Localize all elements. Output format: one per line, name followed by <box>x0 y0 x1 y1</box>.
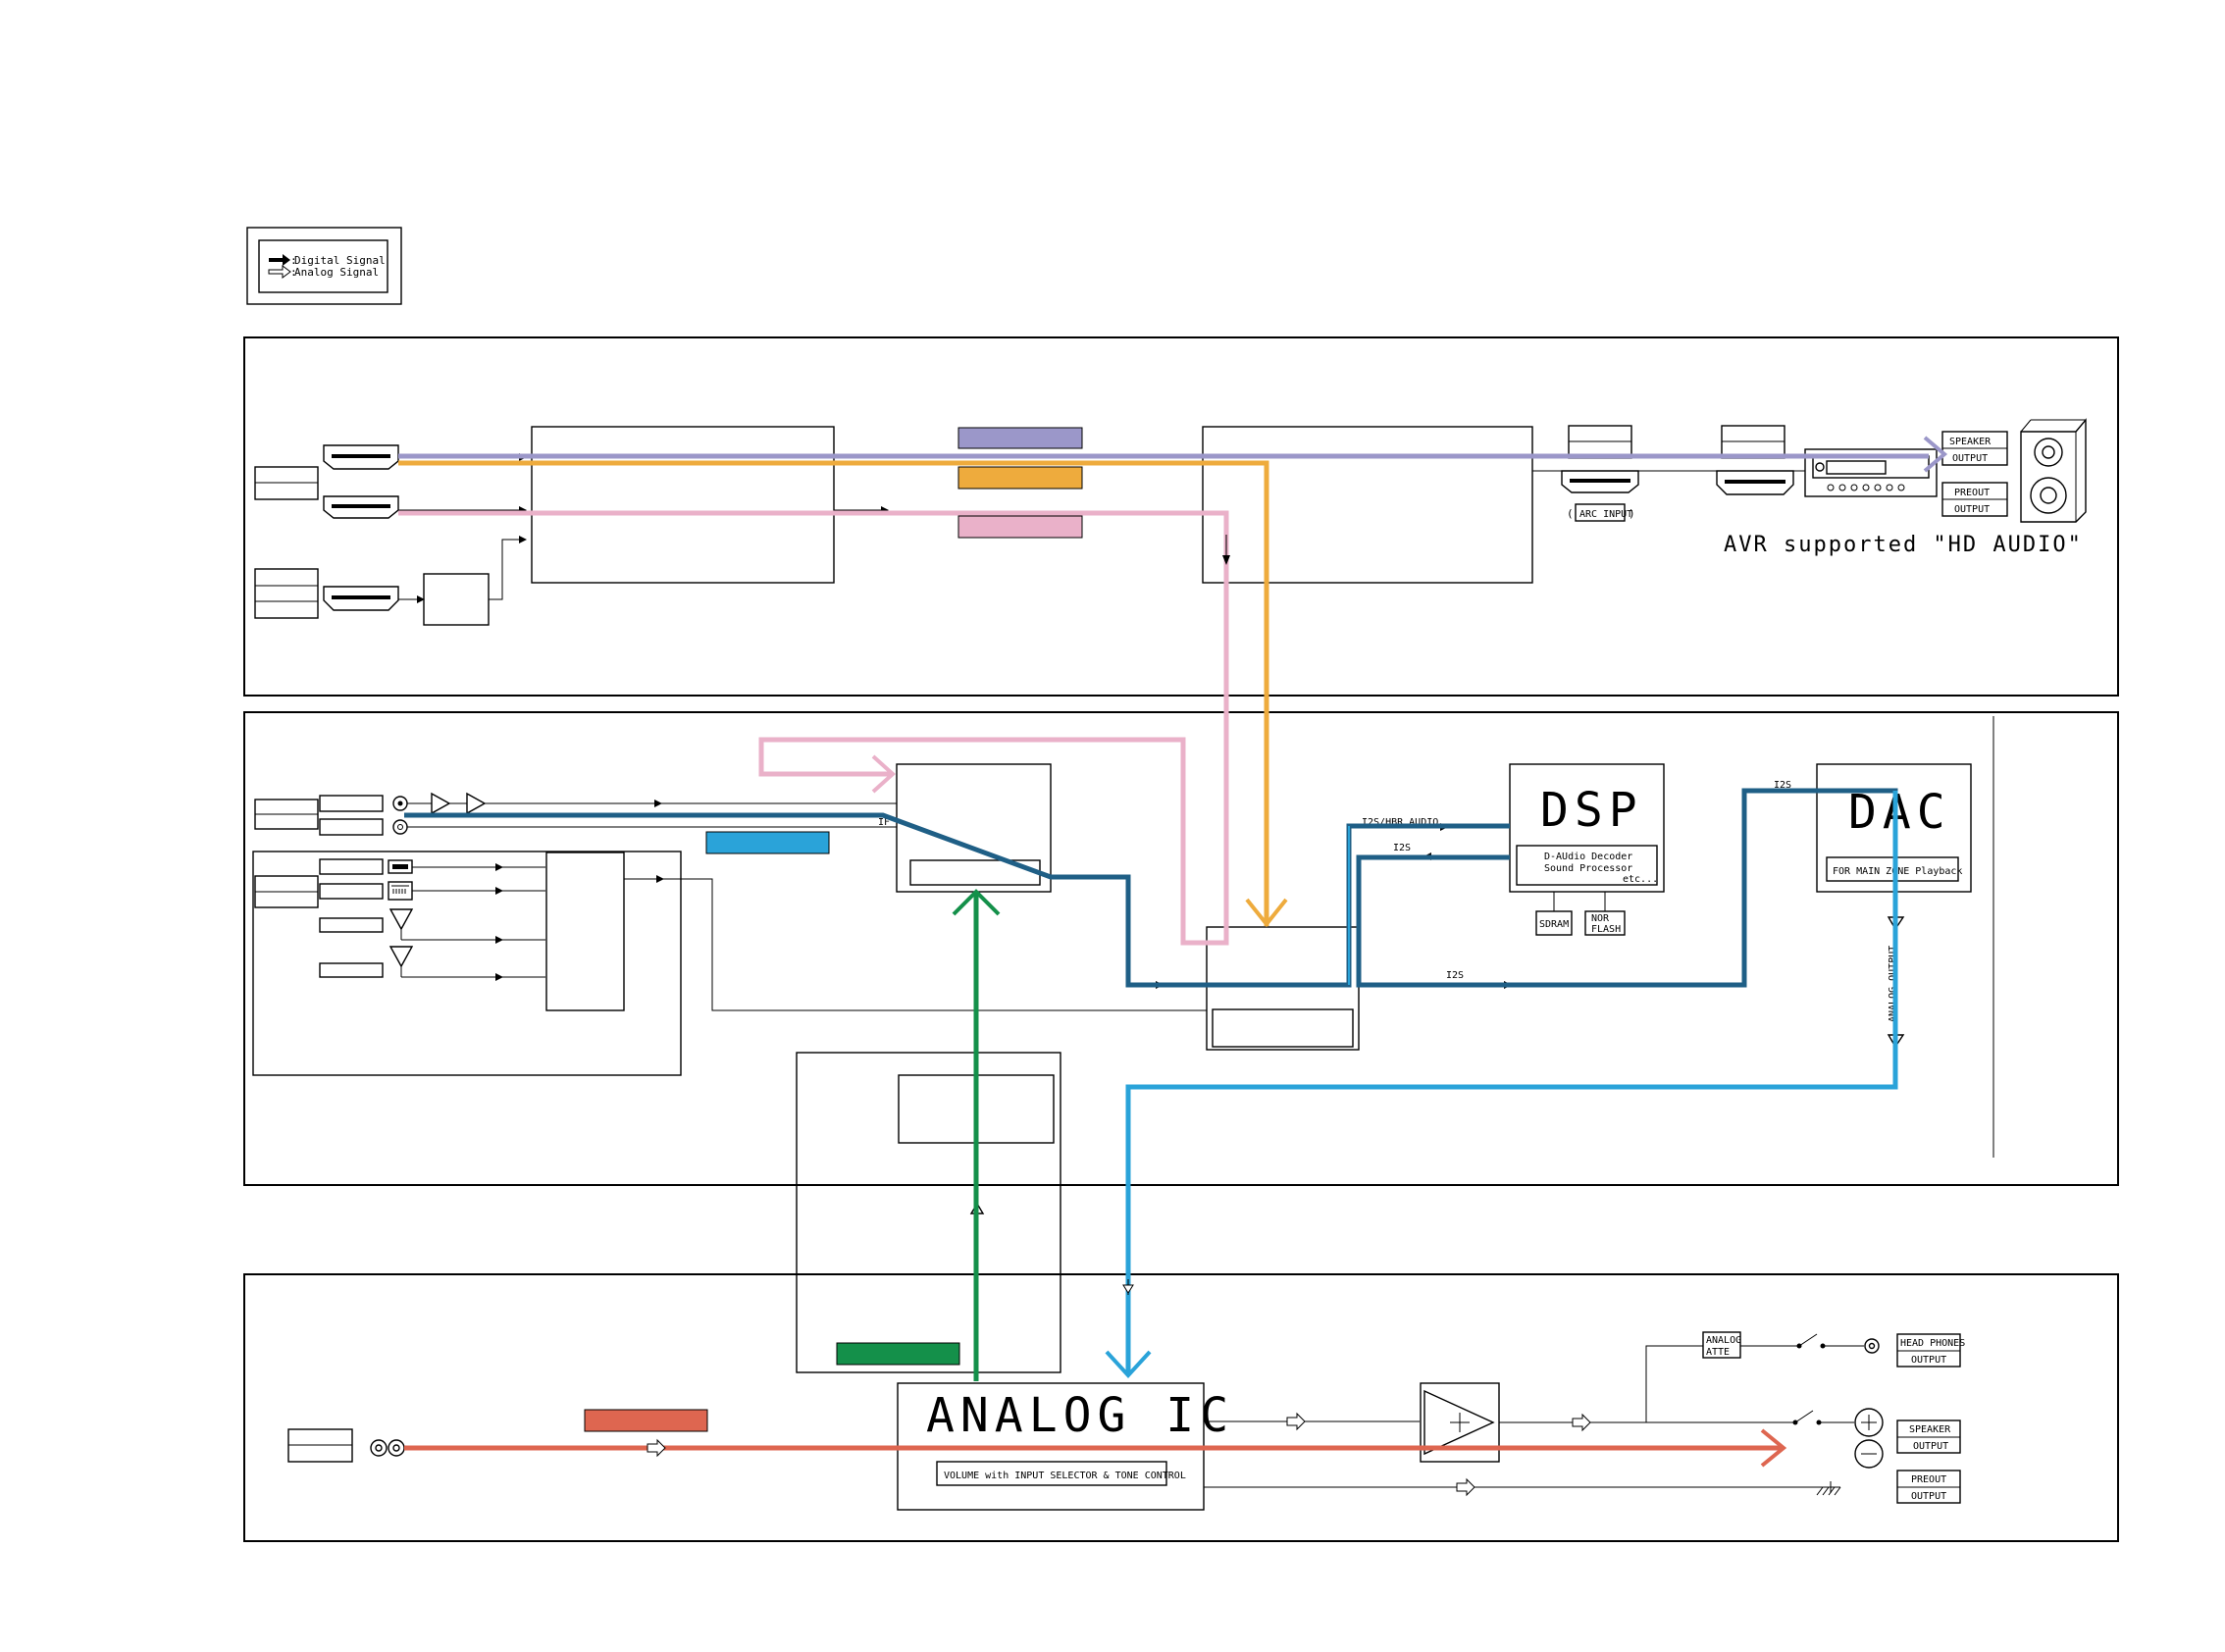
if-label: IF <box>878 817 890 828</box>
hdmi-connector-icon <box>323 444 399 470</box>
pink-swatch <box>957 515 1083 539</box>
avr-speaker-output-label: SPEAKER <box>1949 437 1992 447</box>
svg-text:): ) <box>1629 507 1635 520</box>
dark-blue-signal-path <box>404 812 1510 988</box>
hdmi-connector-icon <box>323 495 399 519</box>
orange-swatch <box>957 466 1083 490</box>
analog-ic-title: ANALOG IC <box>926 1388 1234 1443</box>
svg-text:OUTPUT: OUTPUT <box>1911 1491 1946 1502</box>
legend-digital-label: Digital Signal <box>294 254 386 267</box>
orange-signal-path <box>398 460 1269 926</box>
hdmi-out-connector-icon <box>1716 470 1794 495</box>
avr-supported-label: AVR supported "HD AUDIO" <box>1724 533 2083 557</box>
signal-paths <box>398 436 1948 1468</box>
blue-swatch <box>705 831 830 854</box>
svg-text:etc...: etc... <box>1623 874 1658 885</box>
legend-analog-label: Analog Signal <box>294 266 379 279</box>
sdram-label: SDRAM <box>1539 919 1569 930</box>
legend: Digital Signal Analog Signal : : <box>246 227 402 305</box>
preout-output-label: PREOUT <box>1911 1474 1946 1485</box>
svg-text:OUTPUT: OUTPUT <box>1954 504 1990 515</box>
svg-text::: : <box>290 266 297 279</box>
dsp-title: DSP <box>1540 783 1643 838</box>
antenna-icon <box>388 908 414 940</box>
hdmi-audio-interface-block <box>1206 926 1360 1051</box>
svg-text:ATTE: ATTE <box>1706 1347 1730 1358</box>
loudspeaker-icon <box>2020 418 2087 523</box>
hdmi-switch-block <box>531 426 835 584</box>
avr-preout-label: PREOUT <box>1954 488 1990 498</box>
buffer-icon <box>466 792 487 815</box>
arc-input-label: ARC INPUT <box>1579 509 1632 520</box>
microcontroller-block <box>796 1052 1061 1373</box>
svg-text:(: ( <box>1567 507 1574 520</box>
svg-text::: : <box>290 254 297 267</box>
digital-direction-arrows <box>1222 535 1230 565</box>
panel-hdmi <box>243 336 2119 697</box>
usb-port-icon <box>388 859 413 874</box>
speaker-terminal-icon <box>1854 1408 1884 1469</box>
hdmi-section: ( ARC INPUT ) SPEAKER OUTPUT <box>254 418 2087 626</box>
analog-section: ANALOG IC VOLUME with INPUT SELECTOR & T… <box>287 1331 1965 1511</box>
panel-analog <box>243 1273 2119 1542</box>
hdmi-transceiver-block <box>1202 426 1533 584</box>
ethernet-port-icon <box>388 881 413 901</box>
svg-text:OUTPUT: OUTPUT <box>1952 453 1988 464</box>
svg-text:OUTPUT: OUTPUT <box>1913 1441 1948 1452</box>
arc-hdmi-connector-icon <box>1561 470 1639 493</box>
digital-section: IF DSP D-AUdio Decoder Sound Processor e… <box>252 763 1972 1373</box>
headphones-label: HEAD PHONES <box>1900 1338 1965 1349</box>
network-module-block <box>545 852 625 1011</box>
svg-text:FLASH: FLASH <box>1591 924 1621 935</box>
svg-text:VOLUME with INPUT SELECTOR & T: VOLUME with INPUT SELECTOR & TONE CONTRO… <box>944 1471 1186 1481</box>
red-swatch <box>584 1409 708 1432</box>
digital-arrow-icon <box>269 254 290 266</box>
i2s-hbr-audio-label: I2S/HBR AUDIO <box>1362 817 1438 828</box>
svg-text:OUTPUT: OUTPUT <box>1911 1355 1946 1366</box>
buffer-icon <box>431 792 451 815</box>
analog-arrow-icon <box>268 265 291 279</box>
antenna-icon <box>388 946 414 977</box>
purple-swatch <box>957 427 1083 449</box>
nor-flash-label: NOR <box>1591 913 1610 924</box>
i2s-label: I2S <box>1446 970 1464 981</box>
hdmi-connector-icon <box>323 586 399 611</box>
svg-text:D-AUdio Decoder: D-AUdio Decoder <box>1544 852 1632 862</box>
panel-digital <box>243 711 2119 1186</box>
speaker-output-label: SPEAKER <box>1909 1424 1951 1435</box>
green-swatch <box>836 1342 960 1366</box>
i2s-label: I2S <box>1774 780 1791 791</box>
analog-atte-label: ANALOG <box>1706 1335 1741 1346</box>
ground-icon <box>1816 1481 1841 1496</box>
svg-text:Sound Processor: Sound Processor <box>1544 863 1632 874</box>
i2s-label: I2S <box>1393 843 1411 853</box>
pink-signal-path <box>398 510 1229 946</box>
